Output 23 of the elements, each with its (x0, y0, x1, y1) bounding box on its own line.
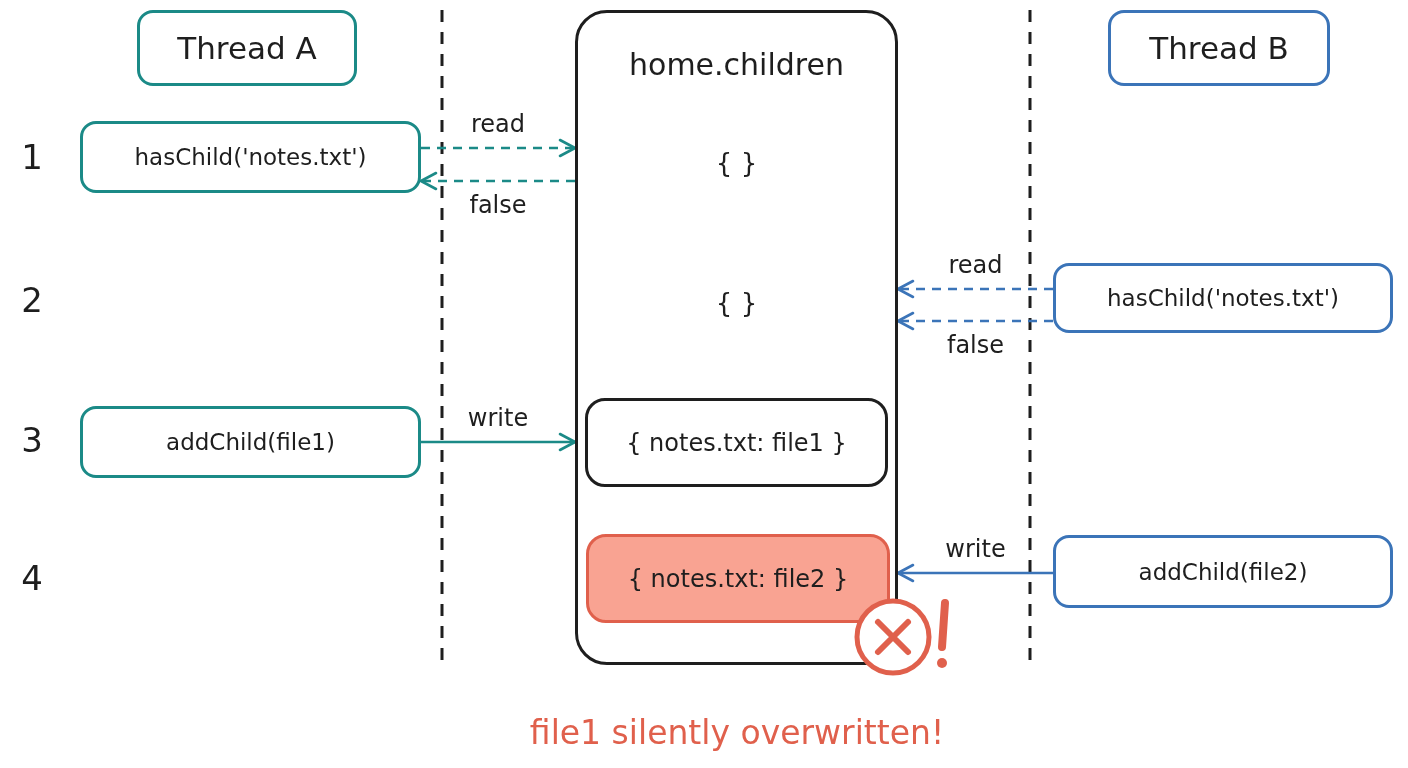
dashed-arrow (896, 311, 1053, 331)
thread-header: Thread B (1108, 10, 1330, 86)
step-number: 3 (21, 420, 43, 460)
dashed-arrow (896, 279, 1053, 299)
step-number: 4 (21, 558, 43, 598)
panel-title: home.children (629, 47, 844, 83)
call-box: hasChild('notes.txt') (80, 121, 421, 193)
call-box: addChild(file1) (80, 406, 421, 478)
step-number: 1 (21, 137, 43, 177)
arrow (896, 563, 1053, 583)
call-box: hasChild('notes.txt') (1053, 263, 1393, 333)
warning-note: file1 silently overwritten! (529, 713, 945, 753)
thread-header: Thread A (137, 10, 357, 86)
dashed-arrow (419, 171, 575, 191)
map-value-text: { } (715, 287, 758, 320)
map-state-box: { notes.txt: file1 } (585, 398, 888, 487)
conflict-state-box: { notes.txt: file2 } (586, 534, 890, 623)
arrow (421, 432, 577, 452)
map-value-text: { } (715, 147, 758, 180)
map-panel (575, 10, 898, 665)
call-box: addChild(file2) (1053, 535, 1393, 608)
step-number: 2 (21, 280, 43, 320)
dashed-arrow (421, 138, 577, 158)
